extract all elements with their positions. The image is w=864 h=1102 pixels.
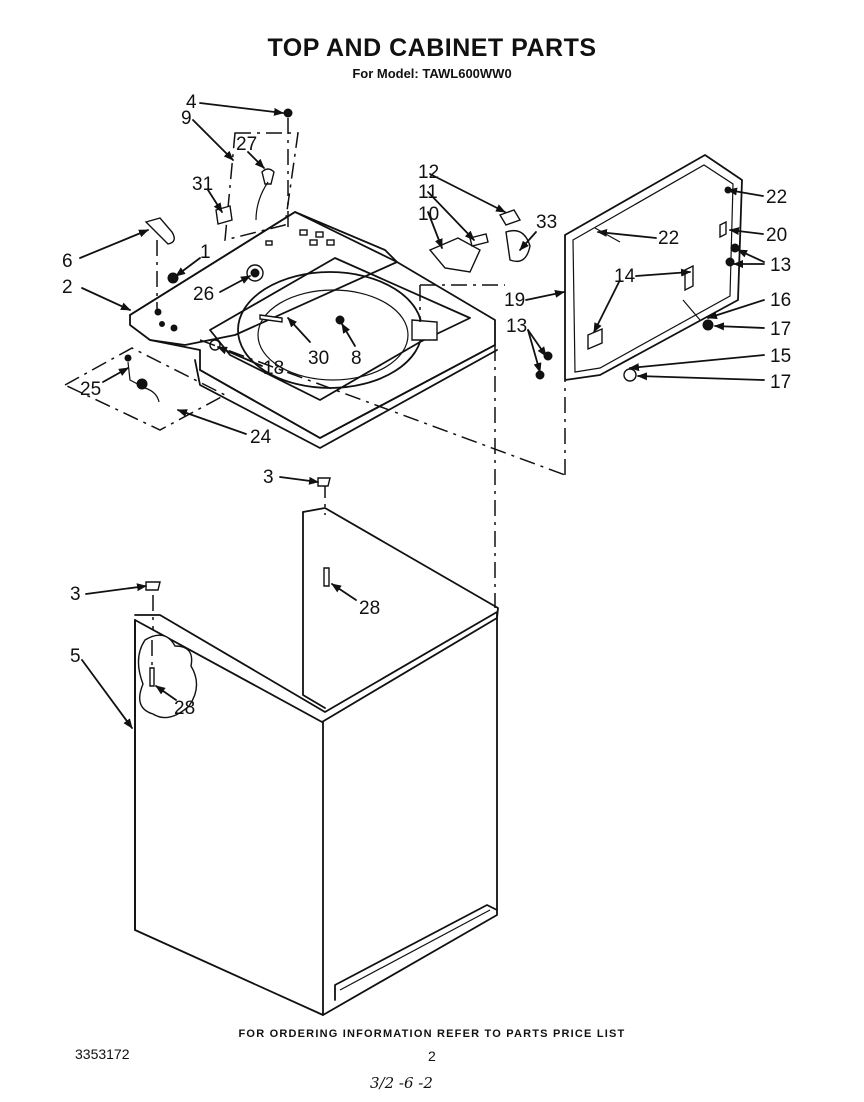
callout-10: 10 <box>418 204 439 225</box>
document-number: 3353172 <box>75 1046 130 1062</box>
date-code: 3/2 -6 -2 <box>370 1074 433 1092</box>
callout-28-lower: 28 <box>174 698 195 719</box>
callout-30: 30 <box>308 348 329 369</box>
callout-12: 12 <box>418 162 439 183</box>
callout-25: 25 <box>80 379 101 400</box>
callout-17-upper: 17 <box>770 319 791 340</box>
callout-2: 2 <box>62 277 73 298</box>
callout-13-right: 13 <box>770 255 791 276</box>
callout-5: 5 <box>70 646 81 667</box>
callout-33: 33 <box>536 212 557 233</box>
callout-13-left: 13 <box>506 316 527 337</box>
callout-18: 18 <box>263 358 284 379</box>
callout-1: 1 <box>200 242 211 263</box>
callout-3-upper: 3 <box>263 467 274 488</box>
callout-16: 16 <box>770 290 791 311</box>
callout-24: 24 <box>250 427 272 448</box>
callout-11: 11 <box>418 182 438 203</box>
callout-26: 26 <box>193 284 214 305</box>
callout-8: 8 <box>351 348 362 369</box>
page-title: TOP AND CABINET PARTS <box>267 34 597 62</box>
washer-top <box>129 211 498 449</box>
ordering-note: FOR ORDERING INFORMATION REFER TO PARTS … <box>238 1028 626 1040</box>
callout-17-lower: 17 <box>770 372 791 393</box>
callout-22-outer: 22 <box>766 187 787 208</box>
callout-9: 9 <box>181 108 192 129</box>
callout-3-lower: 3 <box>70 584 81 605</box>
callout-27: 27 <box>236 134 257 155</box>
washer-lid <box>535 154 743 382</box>
callout-15: 15 <box>770 346 791 367</box>
callout-6: 6 <box>62 251 73 272</box>
callout-14: 14 <box>614 266 636 287</box>
callout-20: 20 <box>766 225 787 246</box>
page-number: 2 <box>428 1048 436 1064</box>
callout-28-upper: 28 <box>359 598 380 619</box>
cabinet <box>134 477 499 1016</box>
callout-19: 19 <box>504 290 525 311</box>
callout-4: 4 <box>186 92 197 113</box>
callout-22-inner: 22 <box>658 228 679 249</box>
callout-31: 31 <box>192 174 213 195</box>
model-subtitle: For Model: TAWL600WW0 <box>352 66 512 81</box>
